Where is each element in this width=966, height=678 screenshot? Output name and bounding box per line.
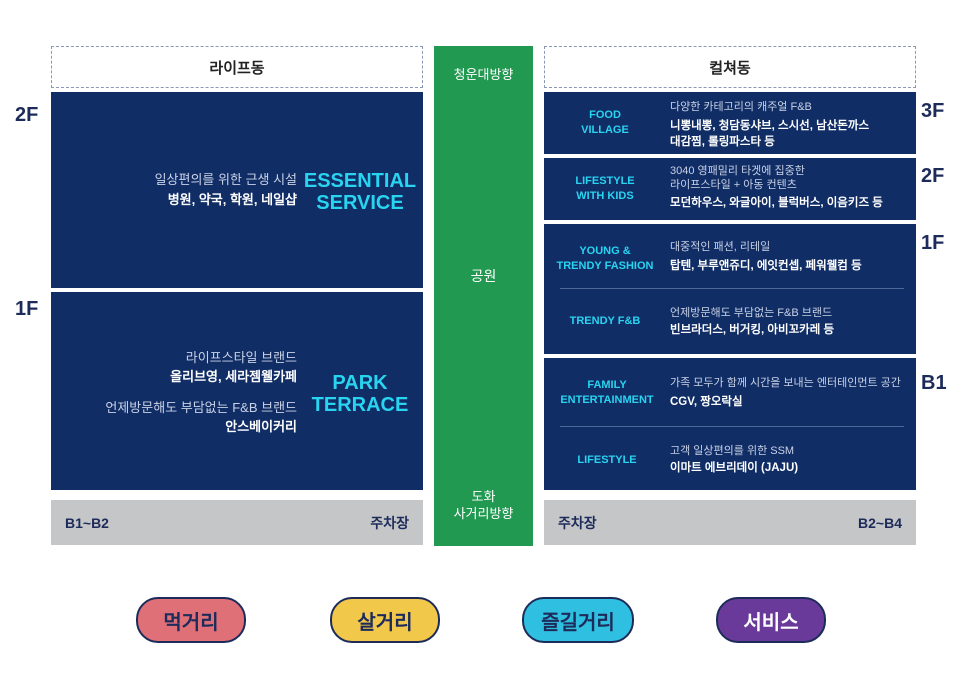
- park-terrace-title-line1: PARK: [332, 372, 388, 394]
- park-label: 공원: [470, 268, 497, 284]
- essential-service-title-line1: ESSENTIAL: [303, 170, 417, 192]
- family-ent-brands: CGV, 짱오락실: [670, 396, 743, 408]
- legend-label-food: 먹거리: [163, 611, 219, 634]
- park-terrace-desc2: 언제방문해도 부담없는 F&B 브랜드: [105, 400, 297, 415]
- left-floor-2f-label: 2F: [15, 104, 39, 126]
- food-village-category: FOOD VILLAGE: [544, 108, 666, 138]
- lifestyle-kids-desc-line1: 3040 영패밀리 타겟에 집중한: [670, 165, 805, 177]
- food-village-brands-line1: 니뽕내뽕, 청담동샤브, 스시선, 남산돈까스: [670, 120, 870, 132]
- lifestyle-category: LIFESTYLE: [577, 454, 637, 466]
- lifestyle-kids-category-line1: LIFESTYLE: [575, 175, 635, 187]
- left-parking-floors: B1~B2: [65, 514, 109, 531]
- floor-b1-divider: [560, 426, 904, 427]
- young-trendy-category: YOUNG & TRENDY FASHION: [544, 244, 666, 274]
- left-parking-bar: B1~B2 주차장: [51, 500, 423, 545]
- food-village-category-line1: FOOD: [589, 109, 621, 121]
- park-direction-top: 청운대방향: [453, 67, 514, 82]
- family-ent-category-line1: FAMILY: [587, 379, 627, 391]
- family-ent-category-line2: ENTERTAINMENT: [560, 394, 654, 406]
- right-floor-3f-label: 3F: [921, 100, 945, 122]
- lifestyle-kids-block: LIFESTYLE WITH KIDS 3040 영패밀리 타겟에 집중한 라이…: [544, 158, 916, 220]
- food-village-brands-line2: 대감찜, 롤링파스타 등: [670, 136, 775, 148]
- park-direction-bottom-line2: 사거리방향: [453, 506, 514, 521]
- young-trendy-category-line2: TRENDY FASHION: [556, 260, 654, 272]
- food-village-category-line2: VILLAGE: [581, 124, 629, 136]
- lifestyle-kids-desc-line2: 라이프스타일 + 아동 컨텐츠: [670, 179, 797, 191]
- left-parking-label: 주차장: [370, 514, 409, 531]
- park-terrace-desc1: 라이프스타일 브랜드: [185, 350, 297, 365]
- right-floor-1f-label: 1F: [921, 232, 945, 254]
- lifestyle-desc: 고객 일상편의를 위한 SSM: [670, 445, 795, 457]
- trendy-fb-desc: 언제방문해도 부담없는 F&B 브랜드: [670, 307, 833, 319]
- right-parking-floors: B2~B4: [858, 514, 902, 531]
- essential-service-title: ESSENTIAL SERVICE: [299, 170, 421, 214]
- park-terrace-block: 라이프스타일 브랜드 올리브영, 세라젬웰카페 언제방문해도 부담없는 F&B …: [51, 292, 423, 490]
- legend-label-service: 서비스: [743, 611, 799, 634]
- essential-service-block: 일상편의를 위한 근생 시설 병원, 약국, 학원, 네일샵 ESSENTIAL…: [51, 92, 423, 288]
- trendy-fb-brands: 빈브라더스, 버거킹, 아비꼬카레 등: [670, 324, 835, 336]
- left-building-title: 라이프동: [209, 59, 265, 77]
- food-village-desc: 다양한 카테고리의 캐주얼 F&B: [670, 101, 812, 113]
- legend-label-shopping: 살거리: [357, 611, 413, 634]
- floor-b1-block: FAMILY ENTERTAINMENT 가족 모두가 함께 시간을 보내는 엔…: [544, 358, 916, 490]
- legend-pill-service: 서비스: [716, 597, 826, 643]
- right-building-header: 컬쳐동: [544, 46, 916, 88]
- lifestyle-brands: 이마트 에브리데이 (JAJU): [670, 462, 799, 474]
- food-village-block: FOOD VILLAGE 다양한 카테고리의 캐주얼 F&B 니뽕내뽕, 청담동…: [544, 92, 916, 154]
- park-terrace-title-line2: TERRACE: [311, 394, 409, 416]
- family-ent-desc: 가족 모두가 함께 시간을 보내는 엔터테인먼트 공간: [670, 377, 901, 389]
- park-direction-bottom: 도화 사거리방향: [434, 488, 533, 522]
- young-trendy-brands: 탑텐, 부루앤쥬디, 에잇컨셉, 페워웰컴 등: [670, 260, 862, 272]
- trendy-fb-category: TRENDY F&B: [569, 315, 641, 327]
- right-parking-bar: 주차장 B2~B4: [544, 500, 916, 545]
- legend-pill-food: 먹거리: [136, 597, 246, 643]
- legend-pill-entertainment: 즐길거리: [522, 597, 634, 643]
- essential-service-brands: 병원, 약국, 학원, 네일샵: [167, 192, 297, 207]
- lifestyle-kids-category: LIFESTYLE WITH KIDS: [544, 174, 666, 204]
- young-trendy-category-line1: YOUNG &: [579, 245, 631, 257]
- park-direction-bottom-line1: 도화: [471, 489, 496, 504]
- legend-label-entertainment: 즐길거리: [541, 611, 615, 634]
- park-terrace-brands1: 올리브영, 세라젬웰카페: [170, 369, 297, 384]
- lifestyle-kids-category-line2: WITH KIDS: [576, 190, 634, 202]
- essential-service-desc: 일상편의를 위한 근생 시설: [154, 172, 297, 187]
- lifestyle-kids-brands: 모던하우스, 와글아이, 블럭버스, 이음키즈 등: [670, 197, 883, 209]
- right-parking-label: 주차장: [558, 514, 597, 531]
- floor-1f-divider: [560, 288, 904, 289]
- park-terrace-brands2: 안스베이커리: [225, 419, 297, 434]
- left-floor-1f-label: 1F: [15, 298, 39, 320]
- family-ent-category: FAMILY ENTERTAINMENT: [544, 378, 670, 408]
- right-floor-b1-label: B1: [921, 372, 947, 394]
- right-building-title: 컬쳐동: [709, 59, 751, 77]
- legend-pill-shopping: 살거리: [330, 597, 440, 643]
- essential-service-title-line2: SERVICE: [316, 192, 404, 214]
- floor-1f-block: YOUNG & TRENDY FASHION 대중적인 패션, 리테일 탑텐, …: [544, 224, 916, 354]
- young-trendy-desc: 대중적인 패션, 리테일: [670, 241, 771, 253]
- park-strip: 청운대방향 공원 도화 사거리방향: [434, 46, 533, 546]
- left-building-header: 라이프동: [51, 46, 423, 88]
- park-terrace-title: PARK TERRACE: [299, 372, 421, 416]
- right-floor-2f-label: 2F: [921, 165, 945, 187]
